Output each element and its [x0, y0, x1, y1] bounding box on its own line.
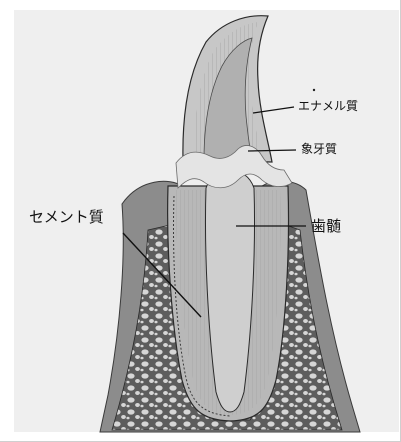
marker-dot [313, 89, 315, 91]
label-dentin: 象牙質 [301, 143, 337, 155]
label-enamel: エナメル質 [298, 100, 358, 112]
label-pulp: 歯髄 [311, 219, 341, 234]
label-cementum: セメント質 [29, 210, 104, 225]
